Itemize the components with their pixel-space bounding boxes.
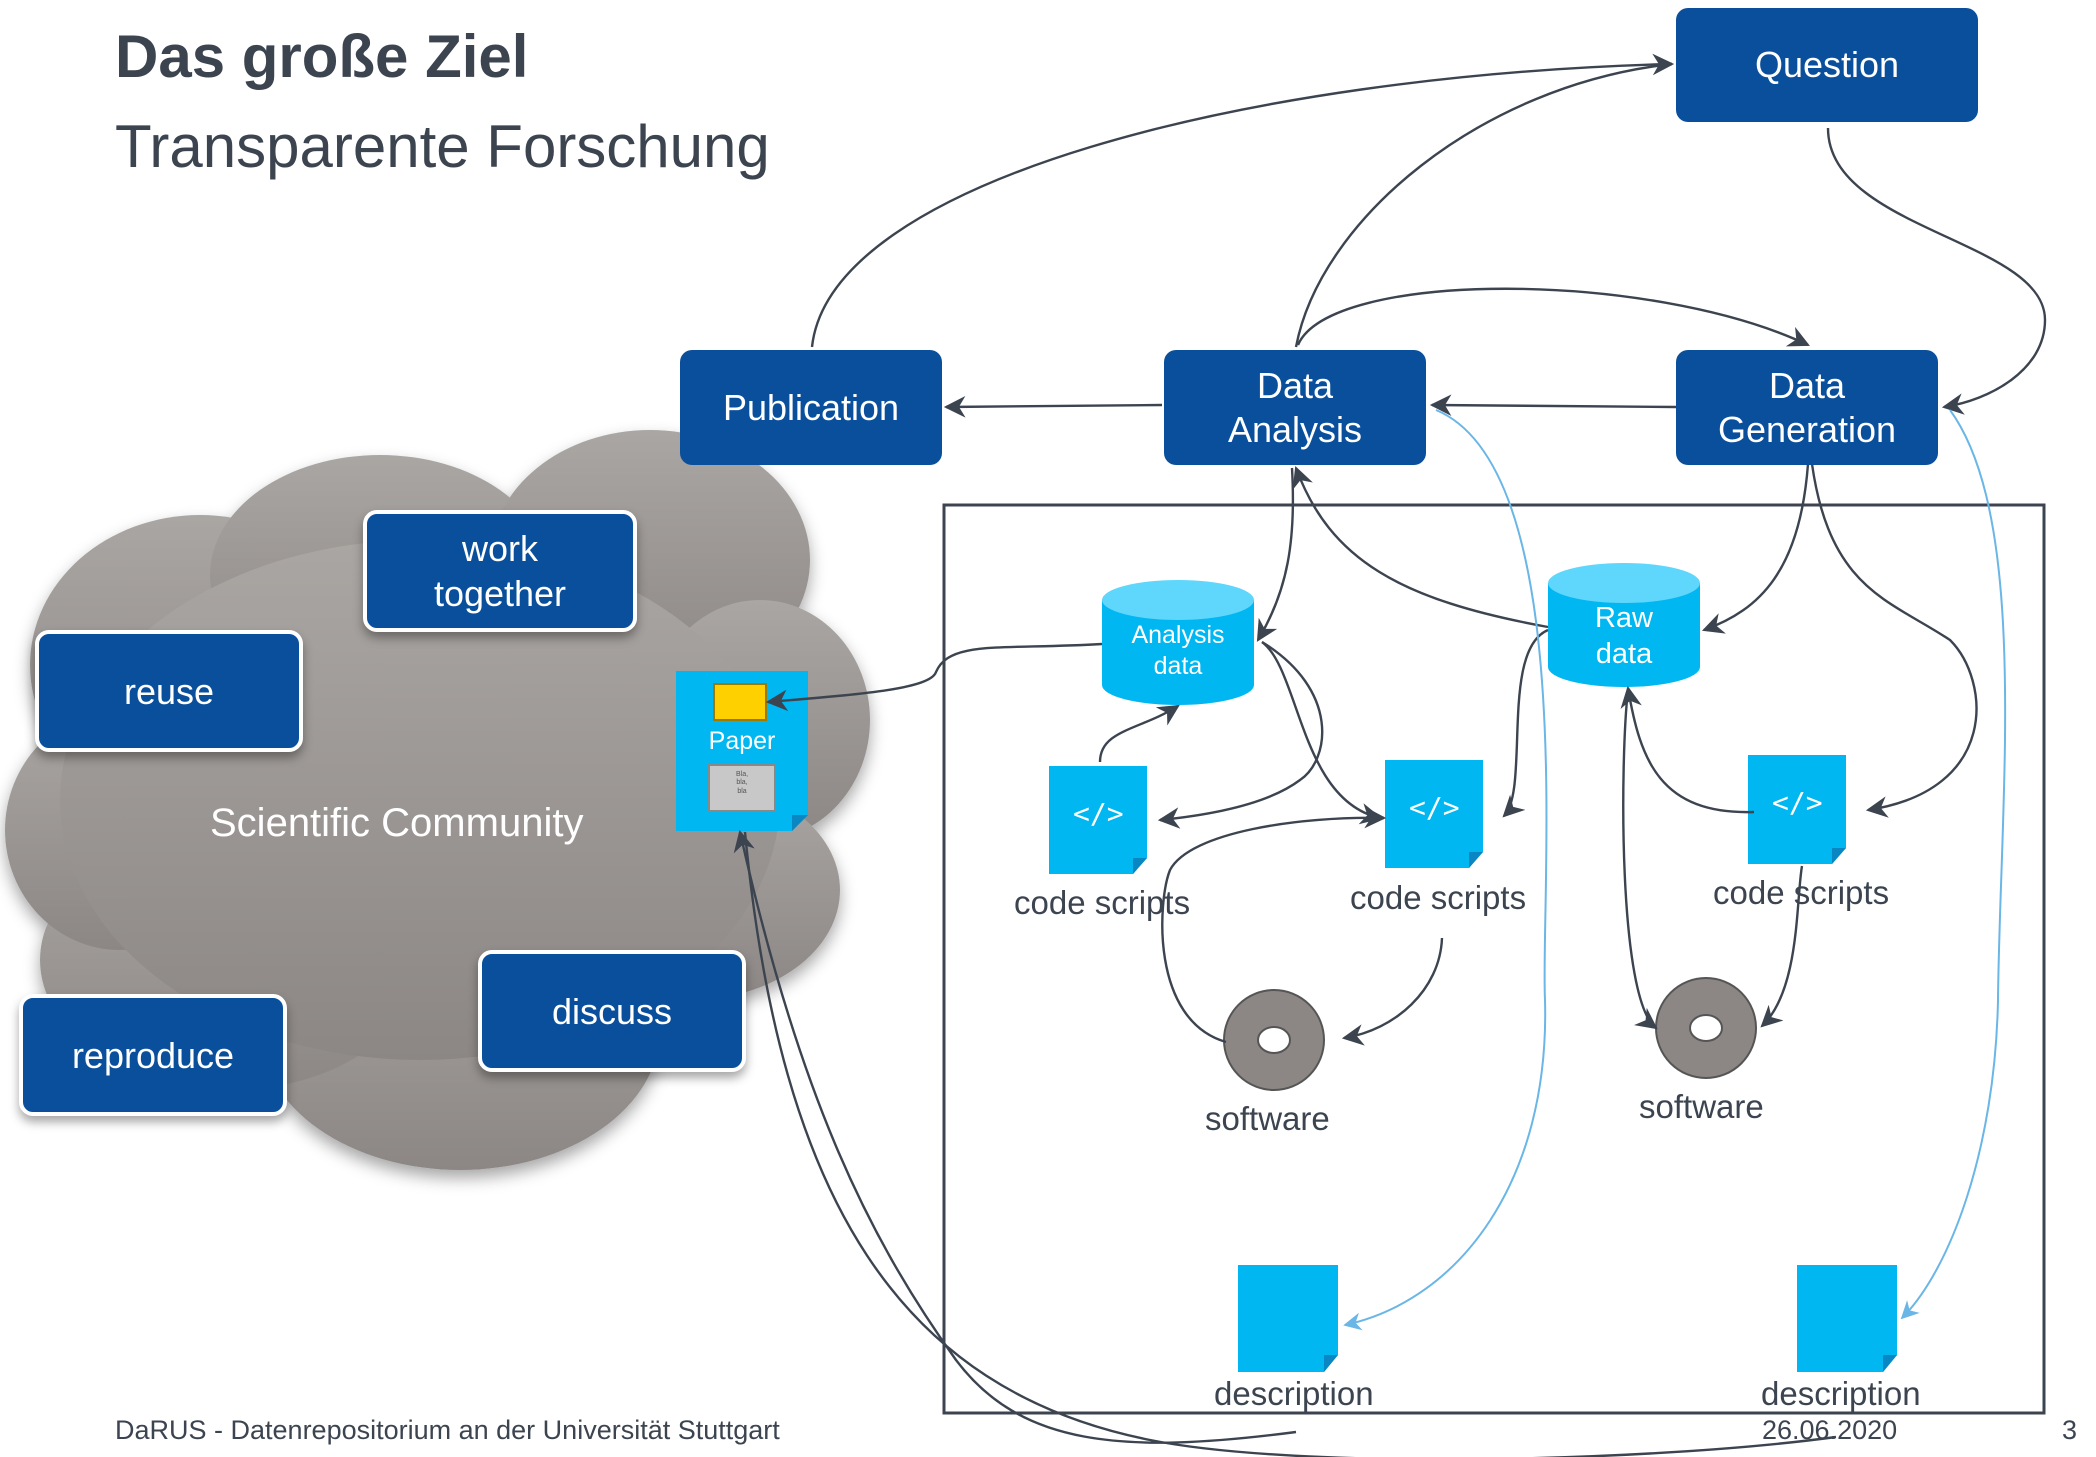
- code-script-doc-1: [1049, 766, 1147, 874]
- code-icon: </>: [1073, 797, 1124, 830]
- publication-box[interactable]: Publication: [680, 350, 942, 465]
- code-icon: </>: [1409, 791, 1460, 824]
- question-box[interactable]: Question: [1676, 8, 1978, 122]
- work-together-label: work together: [433, 528, 567, 614]
- description-doc-2: [1797, 1265, 1897, 1372]
- code-scripts-label-2: code scripts: [1350, 879, 1527, 916]
- flow-arrows: [733, 53, 2047, 1457]
- repository-frame: [942, 503, 2046, 1415]
- reproduce-label: reproduce: [71, 1034, 235, 1076]
- community-label: Scientific Community: [210, 801, 584, 845]
- paper-label: Paper: [708, 727, 776, 755]
- analysis-data-cylinder: [1102, 580, 1254, 705]
- discuss-box[interactable]: discuss: [478, 950, 746, 1072]
- raw-data-label: Raw data: [1594, 602, 1653, 671]
- reproduce-box[interactable]: reproduce: [19, 994, 287, 1116]
- description-doc-1: [1238, 1265, 1338, 1372]
- question-label: Question: [1754, 44, 1900, 86]
- code-script-doc-2: [1385, 760, 1483, 868]
- page-subtitle: Transparente Forschung: [115, 113, 770, 180]
- raw-data-cylinder: [1548, 563, 1700, 687]
- code-scripts-label-3: code scripts: [1713, 874, 1890, 911]
- paper-snippet: Bla, bla, bla: [735, 771, 749, 795]
- data-analysis-label: Data Analysis: [1227, 365, 1363, 450]
- discuss-label: discuss: [551, 990, 673, 1032]
- analysis-data-label: Analysis data: [1131, 621, 1225, 681]
- work-together-box[interactable]: work together: [363, 510, 637, 632]
- code-script-doc-3: [1748, 755, 1846, 864]
- description-label-2: description: [1761, 1375, 1921, 1412]
- page-title: Das große Ziel: [115, 23, 529, 90]
- code-icon: </>: [1772, 786, 1823, 819]
- code-scripts-label-1: code scripts: [1014, 884, 1191, 921]
- publication-label: Publication: [722, 386, 900, 428]
- reuse-label: reuse: [123, 670, 215, 712]
- description-label-1: description: [1214, 1375, 1374, 1412]
- software-disc-1: [1223, 989, 1325, 1091]
- software-label-1: software: [1205, 1100, 1330, 1137]
- footer-org: DaRUS - Datenrepositorium an der Univers…: [115, 1415, 780, 1445]
- page-number: 3: [2062, 1415, 2078, 1445]
- data-generation-label: Data Generation: [1717, 365, 1897, 450]
- software-disc-2: [1655, 977, 1757, 1079]
- description-arrows: [1343, 409, 2007, 1331]
- footer-date: 26.06.2020: [1762, 1415, 1898, 1445]
- data-generation-box[interactable]: Data Generation: [1676, 350, 1938, 465]
- data-analysis-box[interactable]: Data Analysis: [1164, 350, 1426, 465]
- software-label-2: software: [1639, 1088, 1764, 1125]
- reuse-box[interactable]: reuse: [35, 630, 303, 752]
